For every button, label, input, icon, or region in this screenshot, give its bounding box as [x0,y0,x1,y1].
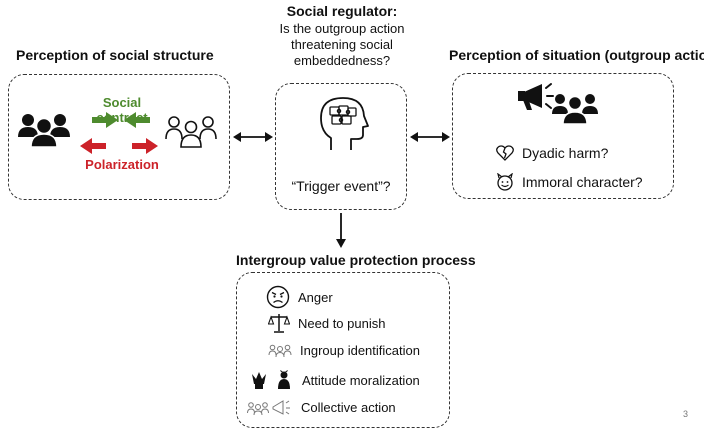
center-heading: Social regulator: [286,3,398,19]
process-item-collective-action: Collective action [247,397,396,417]
angry-face-icon [266,285,290,309]
polarization-label: Polarization [85,157,159,172]
immoral-character-label: Immoral character? [522,174,643,190]
social-structure-box [8,74,230,200]
bottom-heading: Intergroup value protection process [236,252,476,268]
converging-arrows-icon [90,111,152,129]
head-puzzle-icon [317,94,369,152]
page-number: 3 [683,409,689,419]
right-heading: Perception of situation (outgroup action… [449,47,704,63]
value-protection-box [236,272,450,428]
megaphone-group-filled-icon [514,80,598,126]
devil-face-icon [496,173,514,191]
group-filled-icon [16,111,72,149]
group-small-icon [268,344,292,358]
trigger-event-label: “Trigger event”? [291,178,391,194]
megaphone-group-icon [247,397,293,417]
collective-action-label: Collective action [301,399,396,415]
process-item-ingroup-identification: Ingroup identification [268,343,420,358]
attitude-moralization-label: Attitude moralization [302,372,420,388]
broken-heart-icon [496,145,514,161]
down-arrow [335,213,347,249]
center-question: Is the outgroup action threatening socia… [279,21,405,68]
need-to-punish-label: Need to punish [298,315,386,331]
left-double-arrow [232,131,274,143]
process-item-anger: Anger [266,285,333,309]
diverging-arrows-icon [78,137,160,155]
right-double-arrow [409,131,451,143]
anger-label: Anger [298,289,333,305]
process-item-need-to-punish: Need to punish [268,313,385,333]
process-item-attitude-moralization: Attitude moralization [250,370,420,390]
situation-item-dyadic-harm: Dyadic harm? [496,145,608,161]
ingroup-identification-label: Ingroup identification [300,343,420,358]
dyadic-harm-label: Dyadic harm? [522,145,609,161]
hands-icon [250,370,294,390]
social-regulator-box [275,83,407,210]
situation-item-immoral-character: Immoral character? [496,173,643,191]
situation-box [452,73,674,199]
group-outline-icon [164,115,218,149]
left-heading: Perception of social structure [16,47,214,63]
scales-icon [268,313,290,333]
